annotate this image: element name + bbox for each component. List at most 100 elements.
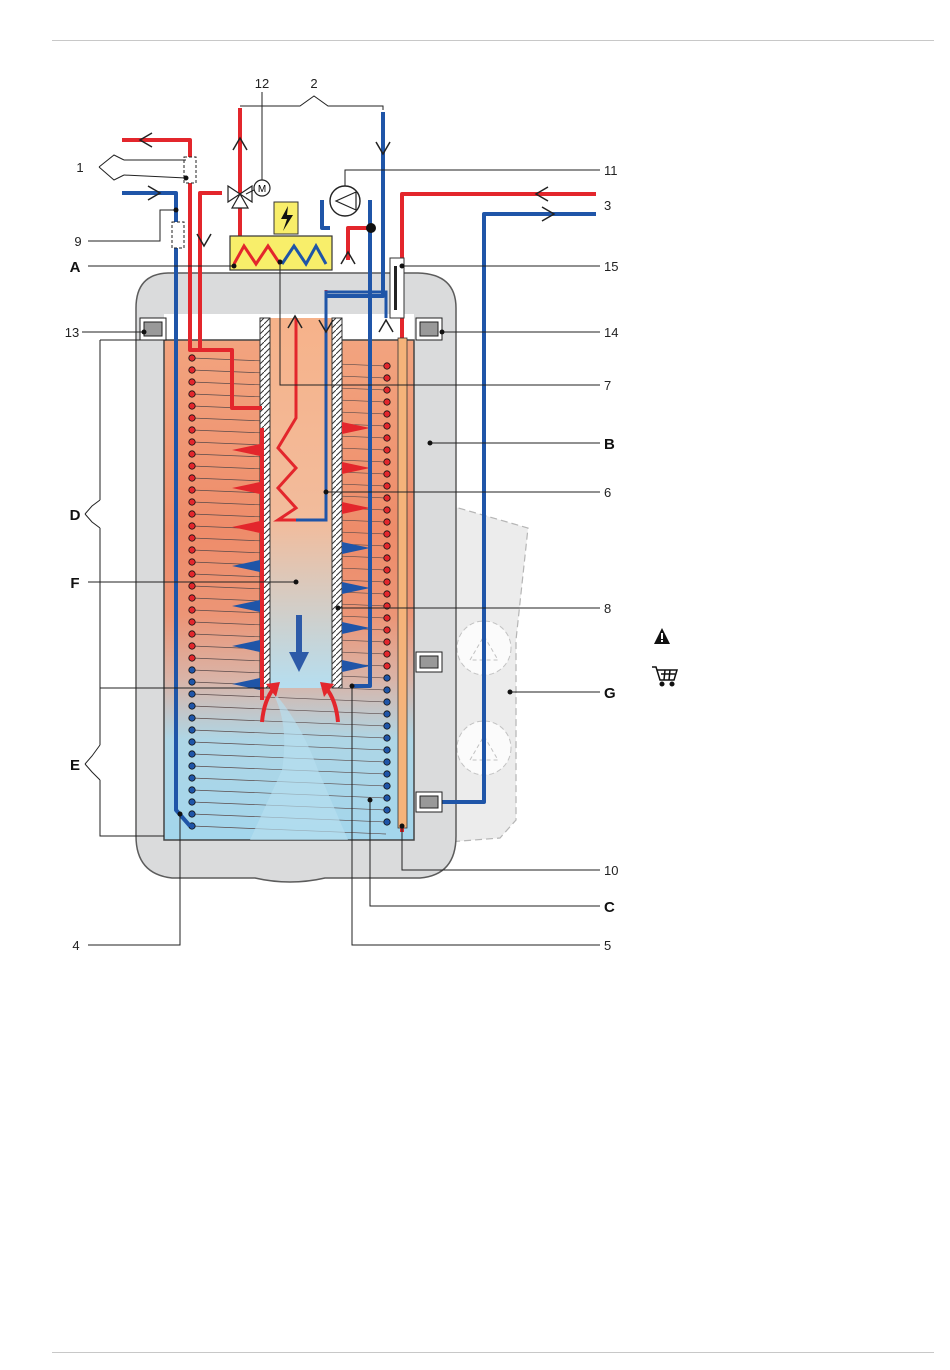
coil-turn bbox=[189, 715, 195, 721]
coil-turn bbox=[384, 555, 390, 561]
coil-turn bbox=[189, 571, 195, 577]
coil-turn bbox=[384, 711, 390, 717]
label-4: 4 bbox=[72, 938, 79, 953]
coil-turn bbox=[189, 619, 195, 625]
coil-turn bbox=[189, 367, 195, 373]
label-7: 7 bbox=[604, 378, 611, 393]
coil-turn bbox=[384, 363, 390, 369]
coil-turn bbox=[384, 615, 390, 621]
anode-rod bbox=[398, 338, 407, 828]
fitting-13 bbox=[140, 318, 166, 340]
coil-turn bbox=[189, 811, 195, 817]
coil-turn bbox=[384, 639, 390, 645]
coil-turn bbox=[189, 547, 195, 553]
coil-turn bbox=[189, 355, 195, 361]
label-C: C bbox=[604, 899, 615, 916]
coil-turn bbox=[384, 675, 390, 681]
label-E: E bbox=[70, 757, 80, 774]
coil-turn bbox=[384, 447, 390, 453]
coil-turn bbox=[384, 423, 390, 429]
coil-turn bbox=[384, 651, 390, 657]
coil-turn bbox=[384, 663, 390, 669]
coil-turn bbox=[189, 427, 195, 433]
coil-turn bbox=[189, 451, 195, 457]
coil-turn bbox=[189, 655, 195, 661]
coil-turn bbox=[189, 403, 195, 409]
heat-pump-module-outline bbox=[448, 505, 528, 842]
coil-turn bbox=[189, 523, 195, 529]
coil-turn bbox=[384, 687, 390, 693]
safety-valve-9 bbox=[172, 222, 184, 248]
coil-turn bbox=[384, 519, 390, 525]
coil-turn bbox=[384, 819, 390, 825]
label-A: A bbox=[70, 259, 81, 276]
label-D: D bbox=[70, 507, 81, 524]
label-9: 9 bbox=[74, 234, 81, 249]
coil-turn bbox=[384, 771, 390, 777]
coil-turn bbox=[189, 583, 195, 589]
label-3: 3 bbox=[604, 198, 611, 213]
coil-turn bbox=[189, 691, 195, 697]
coil-turn bbox=[189, 775, 195, 781]
coil-turn bbox=[384, 807, 390, 813]
coil-turn bbox=[384, 531, 390, 537]
label-15: 15 bbox=[604, 259, 618, 274]
coil-turn bbox=[189, 511, 195, 517]
valve-motor-letter: M bbox=[258, 184, 266, 195]
label-G: G bbox=[604, 685, 616, 702]
coil-turn bbox=[384, 759, 390, 765]
label-14: 14 bbox=[604, 325, 618, 340]
coil-turn bbox=[384, 411, 390, 417]
coil-turn bbox=[384, 735, 390, 741]
coil-turn bbox=[384, 495, 390, 501]
label-B: B bbox=[604, 436, 615, 453]
label-12: 12 bbox=[255, 76, 269, 91]
coil-turn bbox=[189, 559, 195, 565]
coil-turn bbox=[189, 487, 195, 493]
warning-icon bbox=[654, 628, 670, 644]
coil-turn bbox=[384, 627, 390, 633]
coil-turn bbox=[384, 579, 390, 585]
electric-heater-box bbox=[230, 236, 332, 270]
coil-turn bbox=[384, 483, 390, 489]
label-11: 11 bbox=[604, 163, 618, 178]
coil-turn bbox=[189, 595, 195, 601]
coil-turn bbox=[384, 567, 390, 573]
label-1: 1 bbox=[76, 160, 83, 175]
label-8: 8 bbox=[604, 601, 611, 616]
coil-turn bbox=[189, 607, 195, 613]
sensor-probe bbox=[394, 266, 397, 310]
coil-turn bbox=[189, 463, 195, 469]
coil-turn bbox=[189, 787, 195, 793]
label-F: F bbox=[70, 575, 79, 592]
label-5: 5 bbox=[604, 938, 611, 953]
coil-turn bbox=[189, 703, 195, 709]
coil-turn bbox=[384, 543, 390, 549]
coil-turn bbox=[384, 471, 390, 477]
coil-turn bbox=[189, 391, 195, 397]
coil-turn bbox=[384, 795, 390, 801]
coil-turn bbox=[189, 379, 195, 385]
coil-turn bbox=[189, 499, 195, 505]
coil-turn bbox=[189, 679, 195, 685]
pipe-junction bbox=[366, 223, 376, 233]
coil-turn bbox=[189, 475, 195, 481]
label-13: 13 bbox=[65, 325, 79, 340]
port-upper bbox=[416, 652, 442, 672]
coil-turn bbox=[384, 783, 390, 789]
coil-turn bbox=[189, 739, 195, 745]
coil-turn bbox=[384, 507, 390, 513]
coil-turn bbox=[189, 751, 195, 757]
coil-turn bbox=[189, 643, 195, 649]
label-10: 10 bbox=[604, 863, 618, 878]
coil-turn bbox=[189, 799, 195, 805]
coil-turn bbox=[384, 375, 390, 381]
coil-turn bbox=[384, 399, 390, 405]
coil-turn bbox=[384, 747, 390, 753]
cart-icon bbox=[652, 667, 677, 686]
coil-turn bbox=[384, 699, 390, 705]
label-2: 2 bbox=[310, 76, 317, 91]
port-lower bbox=[416, 792, 442, 812]
coil-turn bbox=[189, 667, 195, 673]
